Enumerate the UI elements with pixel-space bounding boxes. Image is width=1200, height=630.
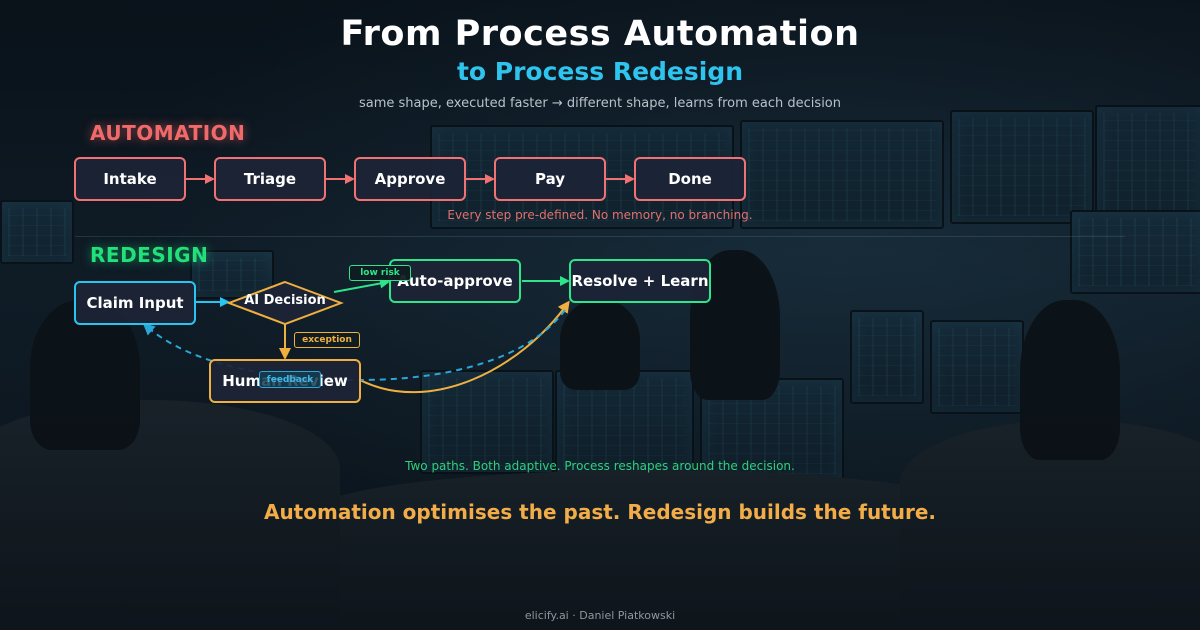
page-title: From Process Automation: [340, 14, 860, 54]
automation-step-intake: Intake: [74, 157, 186, 201]
footer-credit: elicify.ai · Daniel Piatkowski: [524, 609, 676, 622]
bottom-line-statement: Automation optimises the past. Redesign …: [263, 500, 937, 524]
automation-step-approve: Approve: [354, 157, 466, 201]
automation-step-done: Done: [634, 157, 746, 201]
redesign-note: Two paths. Both adaptive. Process reshap…: [405, 459, 795, 473]
arrow-ai-autoapprove: [333, 278, 390, 293]
section-divider: [75, 236, 1125, 237]
automation-step-triage: Triage: [214, 157, 326, 201]
low-risk-tag: low risk: [349, 265, 411, 281]
resolve-learn-node: Resolve + Learn: [569, 259, 711, 303]
automation-section-label: AUTOMATION: [90, 121, 246, 145]
exception-tag: exception: [294, 332, 360, 348]
page-subtitle: to Process Redesign: [456, 57, 744, 86]
auto-approve-node: Auto-approve: [389, 259, 521, 303]
redesign-section-label: REDESIGN: [90, 243, 209, 267]
automation-step-pay: Pay: [494, 157, 606, 201]
ai-decision-diamond: [226, 280, 344, 326]
claim-input-node: Claim Input: [74, 281, 196, 325]
ai-decision-label: AI Decision: [244, 293, 326, 308]
feedback-tag: feedback: [259, 371, 321, 388]
automation-note: Every step pre-defined. No memory, no br…: [447, 208, 753, 222]
tagline: same shape, executed faster → different …: [359, 96, 841, 111]
